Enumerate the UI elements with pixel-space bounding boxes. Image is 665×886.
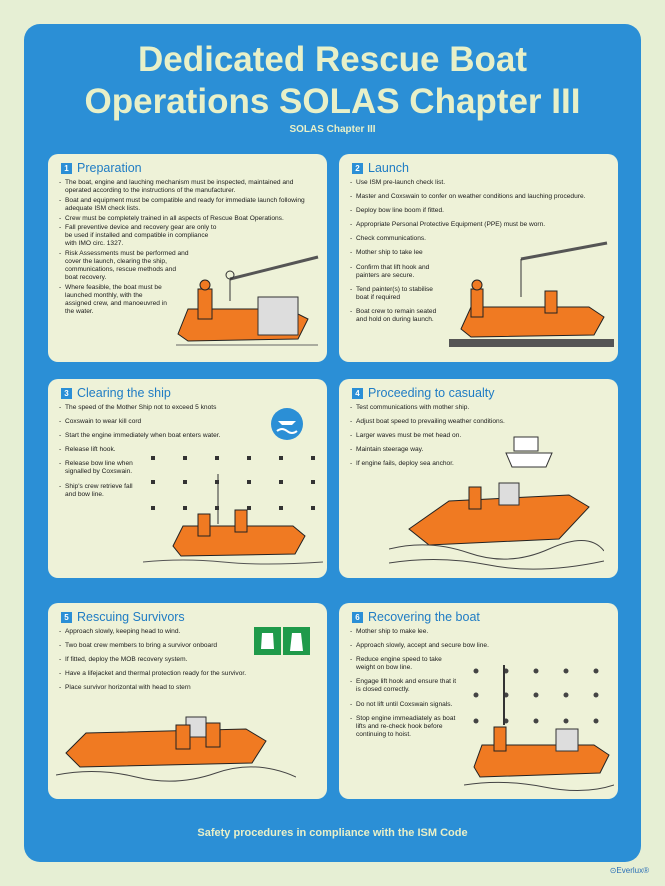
panel-list: The speed of the Mother Ship not to exce… <box>59 404 284 505</box>
step-number: 1 <box>61 162 72 174</box>
panel-title: Preparation <box>77 161 142 175</box>
list-item: Deploy bow line boom if fitted. <box>350 207 605 215</box>
list-item: The boat, engine and lauching mechanism … <box>59 179 317 195</box>
list-item: Test communications with mother ship. <box>350 404 605 412</box>
step-number: 6 <box>352 611 363 623</box>
survivor-rescue-illustration <box>56 716 296 782</box>
list-item: Use ISM pre-launch check list. <box>350 179 605 187</box>
step-number: 4 <box>352 387 363 399</box>
panel-proceeding-to-casualty: 4 Proceeding to casualty Test communicat… <box>339 379 618 578</box>
panel-list: Use ISM pre-launch check list. Master an… <box>350 179 605 330</box>
list-item: Where feasible, the boat must be launche… <box>59 284 169 316</box>
list-item: Adjust boat speed to prevailing weather … <box>350 418 605 426</box>
poster-title-line-1: Dedicated Rescue Boat <box>137 40 528 79</box>
list-item: Confirm that lift hook and painters are … <box>350 264 445 280</box>
list-item: Appropriate Personal Protective Equipmen… <box>350 221 605 229</box>
step-number: 2 <box>352 162 363 174</box>
panel-preparation: 1 Preparation The boat, engine and lauch… <box>48 154 327 362</box>
list-item: Ship's crew retrieve fall and bow line. <box>59 483 141 499</box>
lifejacket-thermal-suit-sign-icon <box>254 627 310 655</box>
step-number: 3 <box>61 387 72 399</box>
panel-header: 5 Rescuing Survivors <box>61 610 185 624</box>
panel-title: Recovering the boat <box>368 610 480 624</box>
list-item: Larger waves must be met head on. <box>350 432 605 440</box>
poster-title-line-2: Operations SOLAS Chapter III <box>84 82 581 121</box>
list-item: Risk Assessments must be performed and c… <box>59 250 189 282</box>
list-item: Boat and equipment must be compatible an… <box>59 197 317 213</box>
list-item: Check communications. <box>350 235 605 243</box>
list-item: If engine fails, deploy sea anchor. <box>350 460 605 468</box>
panel-header: 6 Recovering the boat <box>352 610 480 624</box>
panel-list: Approach slowly, keeping head to wind. T… <box>59 628 321 698</box>
list-item: Place survivor horizontal with head to s… <box>59 684 321 692</box>
poster-footer: Safety procedures in compliance with the… <box>197 827 468 839</box>
list-item: Fall preventive device and recovery gear… <box>59 224 219 248</box>
panel-rescuing-survivors: 5 Rescuing Survivors Approach slowly, ke… <box>48 603 327 799</box>
list-item: Approach slowly, keeping head to wind. <box>59 628 321 636</box>
panel-recovering-the-boat: 6 Recovering the boat Mother ship to mak… <box>339 603 618 799</box>
boat-in-waves-illustration <box>389 482 604 570</box>
boat-on-davit-illustration <box>176 255 319 346</box>
list-item: Boat crew to remain seated and hold on d… <box>350 308 445 324</box>
step-number: 5 <box>61 611 72 623</box>
panel-title: Rescuing Survivors <box>77 610 185 624</box>
list-item: Maintain steerage way. <box>350 446 605 454</box>
boat-recovery-illustration <box>464 665 614 792</box>
panel-title: Launch <box>368 161 410 175</box>
list-item: Reduce engine speed to take weight on bo… <box>350 656 460 672</box>
boat-clearing-ship-illustration <box>143 456 323 565</box>
list-item: Release lift hook. <box>59 446 284 454</box>
panel-clearing-the-ship: 3 Clearing the ship The speed of the Mot… <box>48 379 327 578</box>
panel-list: Test communications with mother ship. Ad… <box>350 404 605 474</box>
panel-title: Proceeding to casualty <box>368 386 495 400</box>
distant-ship-illustration <box>505 436 553 468</box>
boat-lowered-illustration <box>449 241 614 347</box>
list-item: The speed of the Mother Ship not to exce… <box>59 404 284 412</box>
list-item: Do not lift until Coxswain signals. <box>350 701 460 709</box>
panel-list: The boat, engine and lauching mechanism … <box>59 179 317 318</box>
list-item: Stop engine immeadiately as boat lifts a… <box>350 715 460 739</box>
poster-subtitle: SOLAS Chapter III <box>289 124 376 135</box>
man-overboard-sign-icon <box>271 408 303 440</box>
list-item: Coxswain to wear kill cord <box>59 418 284 426</box>
list-item: Approach slowly, accept and secure bow l… <box>350 642 610 650</box>
list-item: Engage lift hook and ensure that it is c… <box>350 678 460 694</box>
panel-list: Mother ship to make lee. Approach slowly… <box>350 628 489 745</box>
list-item: Crew must be completely trained in all a… <box>59 215 317 223</box>
list-item: Start the engine immediately when boat e… <box>59 432 284 440</box>
list-item: Have a lifejacket and thermal protection… <box>59 670 321 678</box>
panel-header: 1 Preparation <box>61 161 142 175</box>
list-item: If fitted, deploy the MOB recovery syste… <box>59 656 321 664</box>
panel-header: 4 Proceeding to casualty <box>352 386 494 400</box>
panel-header: 2 Launch <box>352 161 409 175</box>
panel-launch: 2 Launch Use ISM pre-launch check list. … <box>339 154 618 362</box>
list-item: Master and Coxswain to confer on weather… <box>350 193 605 201</box>
list-item: Release bow line when signalled by Coxsw… <box>59 460 141 476</box>
panel-header: 3 Clearing the ship <box>61 386 171 400</box>
list-item: Mother ship to take lee <box>350 249 605 257</box>
list-item: Two boat crew members to bring a survivo… <box>59 642 321 650</box>
list-item: Tend painter(s) to stabilise boat if req… <box>350 286 445 302</box>
panel-title: Clearing the ship <box>77 386 171 400</box>
brand-logo: ⊙Everlux® <box>609 866 649 875</box>
list-item: Mother ship to make lee. <box>350 628 610 636</box>
